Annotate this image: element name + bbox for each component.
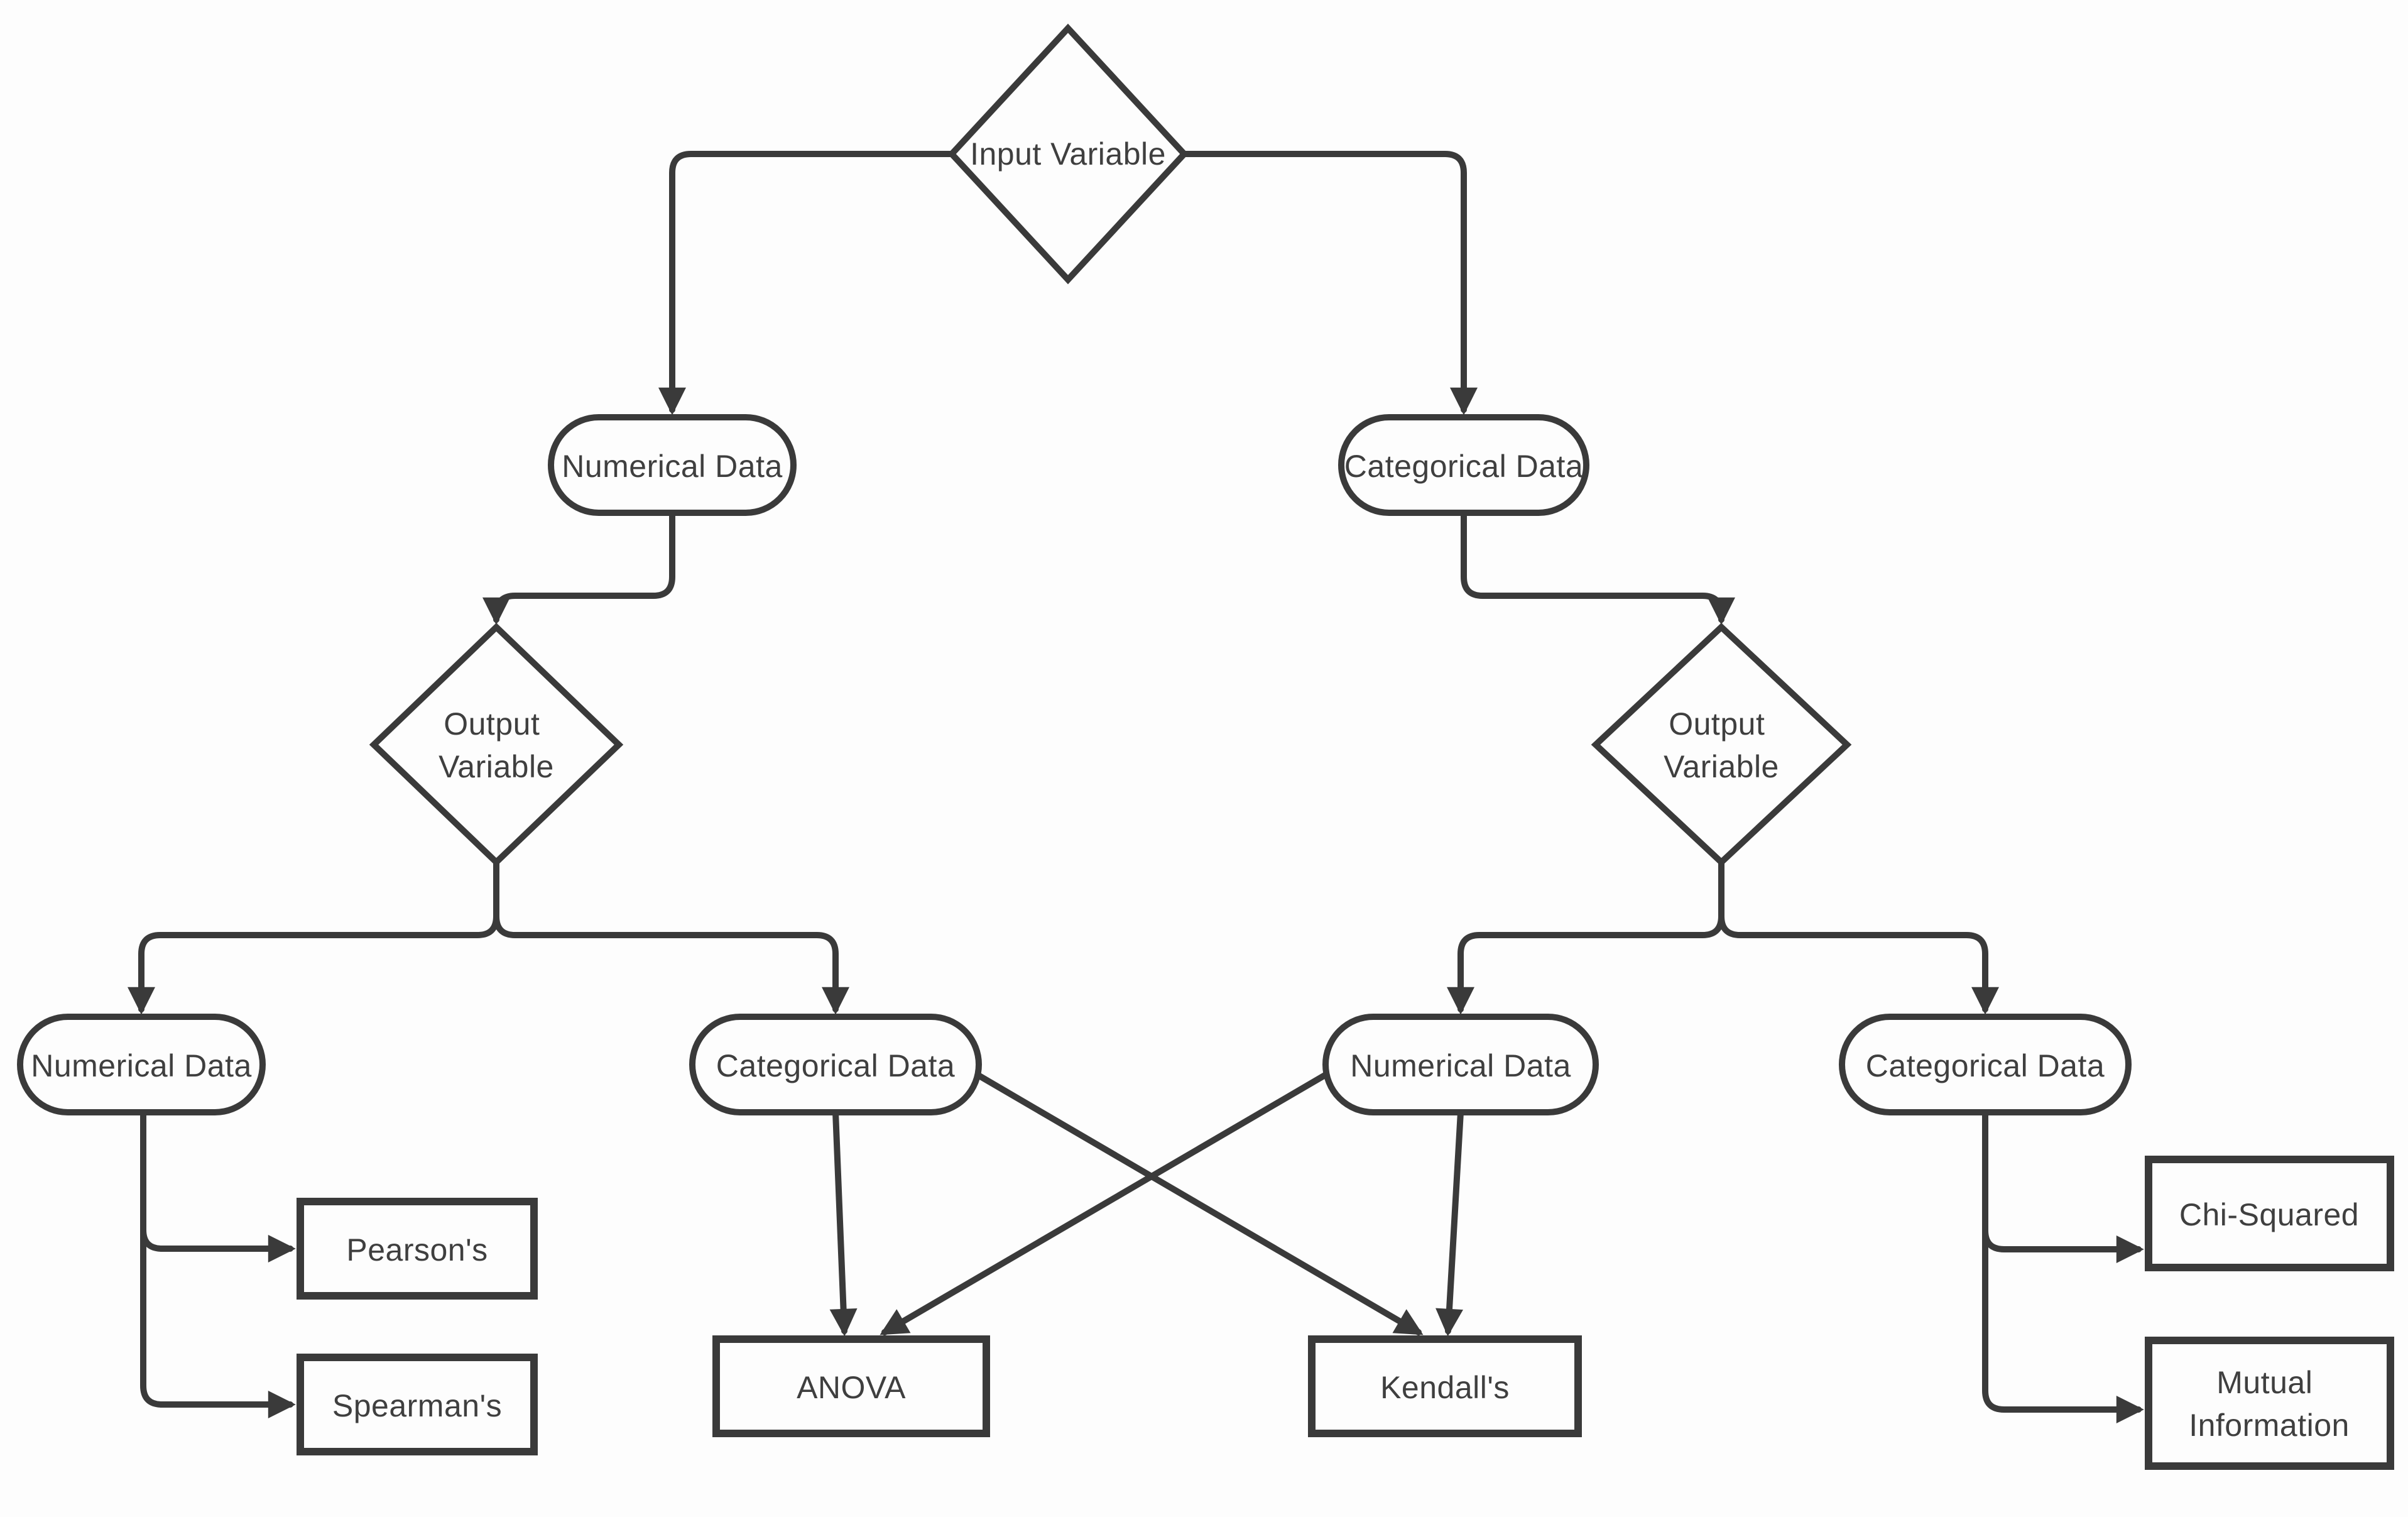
categorical-data-bottom-right-label: Categorical Data: [1866, 1048, 2105, 1083]
pearsons-box: [297, 1198, 538, 1300]
anova-label: ANOVA: [797, 1370, 906, 1405]
node-chi-squared: Chi-Squared: [2145, 1156, 2394, 1271]
edge-categorical-top-to-output-right: [1461, 510, 1736, 625]
edge-numerical-bottom-left-to-pearsons: [140, 1109, 296, 1263]
edge-categorical-bottom-right-to-mutual-information: [1982, 1109, 2144, 1424]
mutual-information-line2: Information: [2189, 1408, 2350, 1443]
categorical-data-bottom-right-pill: [1839, 1014, 2132, 1115]
output-variable-right-diamond: [1591, 623, 1852, 867]
output-variable-right-line1: Output: [1669, 706, 1765, 742]
edge-output-left-to-numerical-bottom-left: [127, 859, 499, 1015]
input-variable-diamond: [947, 23, 1189, 285]
categorical-data-bottom-mid-label: Categorical Data: [716, 1048, 955, 1083]
node-kendalls: Kendall's: [1308, 1335, 1582, 1437]
spearmans-label: Spearman's: [332, 1388, 502, 1423]
node-categorical-data-top: Categorical Data: [1338, 414, 1589, 516]
anova-box: [712, 1335, 990, 1437]
edge-numerical-bottom-mid-to-kendalls: [1436, 1109, 1464, 1337]
edge-categorical-bottom-right-to-chi-squared: [1982, 1109, 2144, 1264]
edge-categorical-bottom-mid-to-kendalls: [972, 1070, 1424, 1335]
node-input-variable: Input Variable: [947, 23, 1189, 285]
edge-categorical-bottom-mid-to-anova: [829, 1109, 858, 1337]
edge-input-to-numerical-top: [658, 151, 955, 415]
node-categorical-data-bottom-right: Categorical Data: [1839, 1014, 2132, 1115]
connectors: [127, 151, 2144, 1424]
categorical-data-top-label: Categorical Data: [1344, 449, 1583, 484]
categorical-data-bottom-mid-pill: [689, 1014, 982, 1115]
node-mutual-information: Mutual Information: [2145, 1337, 2394, 1470]
node-numerical-data-bottom-mid: Numerical Data: [1322, 1014, 1599, 1115]
edge-output-right-to-categorical-bottom-right: [1718, 859, 2000, 1015]
numerical-data-top-pill: [548, 414, 797, 516]
output-variable-right-label: Output Variable: [1664, 696, 1779, 784]
node-numerical-data-bottom-left: Numerical Data: [17, 1014, 266, 1115]
output-variable-left-line1: Output: [444, 706, 540, 742]
edge-numerical-bottom-mid-to-anova: [880, 1070, 1331, 1335]
node-pearsons: Pearson's: [297, 1198, 538, 1300]
numerical-data-bottom-mid-pill: [1322, 1014, 1599, 1115]
chi-squared-label: Chi-Squared: [2179, 1197, 2359, 1232]
node-output-variable-right: Output Variable: [1591, 623, 1852, 867]
output-variable-left-line2: Variable: [439, 749, 554, 784]
spearmans-box: [297, 1354, 538, 1455]
node-spearmans: Spearman's: [297, 1354, 538, 1455]
node-categorical-data-bottom-mid: Categorical Data: [689, 1014, 982, 1115]
mutual-information-box: [2145, 1337, 2394, 1470]
node-numerical-data-top: Numerical Data: [548, 414, 797, 516]
edge-input-to-categorical-top: [1181, 151, 1478, 415]
output-variable-right-line2: Variable: [1664, 749, 1779, 784]
numerical-data-bottom-left-label: Numerical Data: [31, 1048, 252, 1083]
kendalls-box: [1308, 1335, 1582, 1437]
numerical-data-top-label: Numerical Data: [562, 449, 783, 484]
chi-squared-box: [2145, 1156, 2394, 1271]
input-variable-label: Input Variable: [970, 136, 1166, 172]
edge-numerical-bottom-left-to-spearmans: [140, 1109, 296, 1419]
output-variable-left-label: Output Variable: [439, 696, 554, 784]
edge-output-right-to-numerical-bottom-mid: [1446, 859, 1724, 1015]
numerical-data-bottom-left-pill: [17, 1014, 266, 1115]
categorical-data-top-pill: [1338, 414, 1589, 516]
mutual-information-line1: Mutual: [2216, 1365, 2313, 1400]
node-output-variable-left: Output Variable: [369, 623, 624, 867]
output-variable-left-diamond: [369, 623, 624, 867]
edge-output-left-to-categorical-bottom-mid: [493, 859, 850, 1015]
numerical-data-bottom-mid-label: Numerical Data: [1350, 1048, 1571, 1083]
kendalls-label: Kendall's: [1380, 1370, 1510, 1405]
node-anova: ANOVA: [712, 1335, 990, 1437]
mutual-information-label: Mutual Information: [2189, 1354, 2350, 1443]
edge-numerical-top-to-output-left: [482, 510, 675, 625]
pearsons-label: Pearson's: [346, 1232, 488, 1268]
